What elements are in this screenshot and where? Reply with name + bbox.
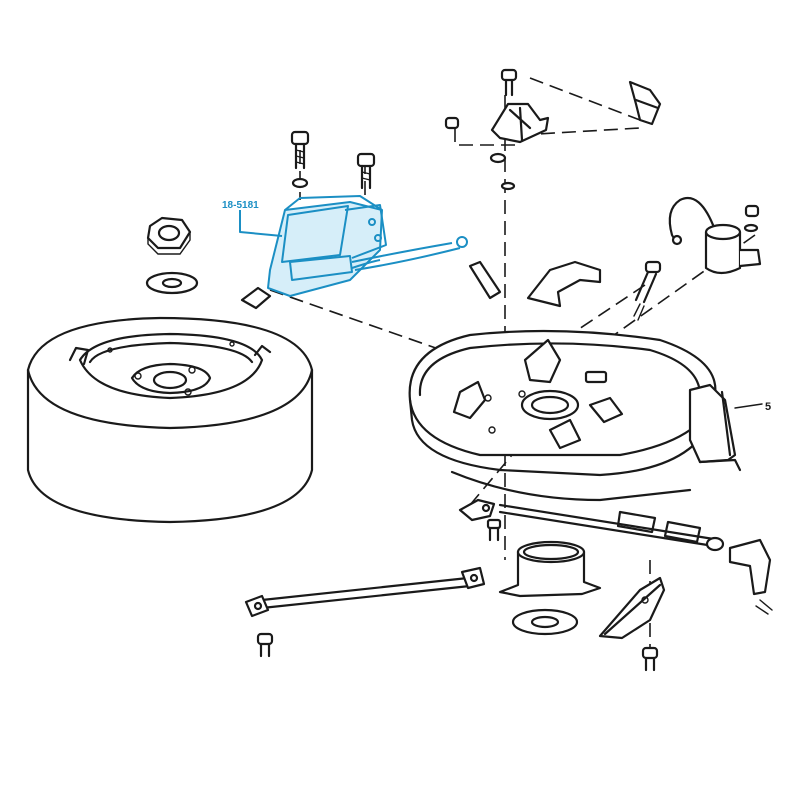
item-callout: 5 <box>734 401 771 413</box>
flat-washer-left <box>145 271 199 295</box>
ground-terminal <box>458 498 502 542</box>
part-number-label: 18-5181 <box>222 200 259 211</box>
bottom-screw-left <box>256 632 274 658</box>
retaining-clamp <box>498 540 602 598</box>
felt-pad <box>526 260 602 308</box>
coil-screw-1 <box>290 130 310 189</box>
spacer-block <box>468 260 502 300</box>
ground-strap <box>244 566 486 618</box>
wire-harness <box>498 503 773 615</box>
ignition-coil-part <box>267 195 468 297</box>
hex-nut <box>146 216 192 255</box>
throttle-cam <box>598 576 666 640</box>
point-bracket <box>628 80 662 126</box>
spring-screw <box>633 260 662 321</box>
breaker-point-assembly <box>444 68 550 191</box>
part-number-callout: 18-5181 <box>222 200 283 237</box>
condenser <box>668 197 762 275</box>
armature-plate <box>408 329 742 502</box>
bushing <box>240 286 272 310</box>
flat-washer-bottom <box>511 608 579 636</box>
bottom-screw-right <box>641 646 659 672</box>
flywheel <box>26 316 314 524</box>
coil-screw-2 <box>356 152 376 190</box>
item-number-label: 5 <box>765 401 771 413</box>
